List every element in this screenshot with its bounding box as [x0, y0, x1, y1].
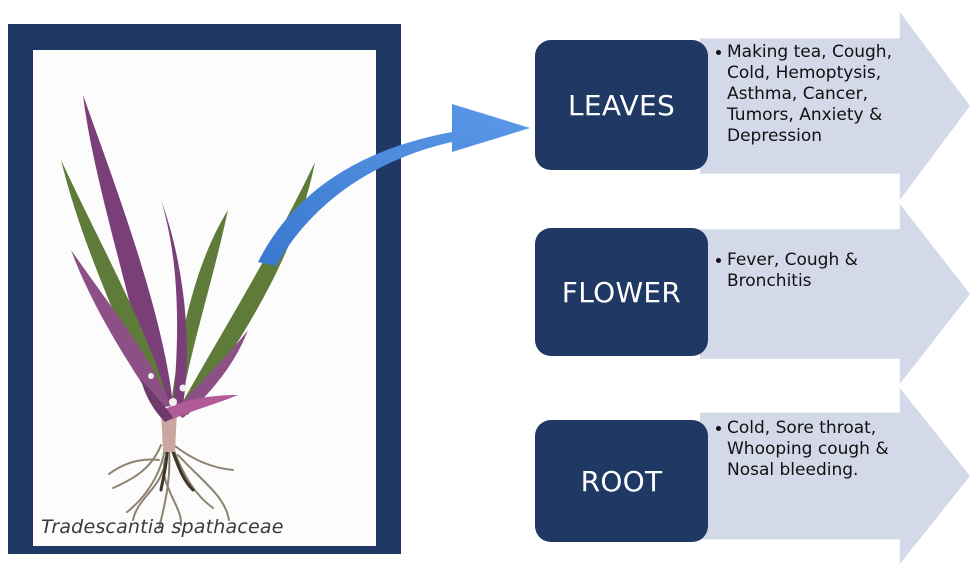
chevron-arrow-flower	[700, 204, 970, 384]
uses-list-flower: Fever, Cough & Bronchitis	[714, 250, 914, 292]
node-leaves: LEAVES	[535, 40, 708, 170]
uses-item-root: Cold, Sore throat, Whooping cough & Nosa…	[714, 418, 914, 481]
uses-list-leaves: Making tea, Cough, Cold, Hemoptysis, Ast…	[714, 42, 914, 147]
row-root: ROOT Cold, Sore throat, Whooping cough &…	[0, 388, 974, 564]
uses-list-root: Cold, Sore throat, Whooping cough & Nosa…	[714, 418, 914, 481]
node-root: ROOT	[535, 420, 708, 542]
node-flower: FLOWER	[535, 228, 708, 356]
uses-item-flower: Fever, Cough & Bronchitis	[714, 250, 914, 292]
row-leaves: LEAVES Making tea, Cough, Cold, Hemoptys…	[0, 12, 974, 200]
uses-item-leaves: Making tea, Cough, Cold, Hemoptysis, Ast…	[714, 42, 914, 147]
row-flower: FLOWER Fever, Cough & Bronchitis	[0, 204, 974, 384]
